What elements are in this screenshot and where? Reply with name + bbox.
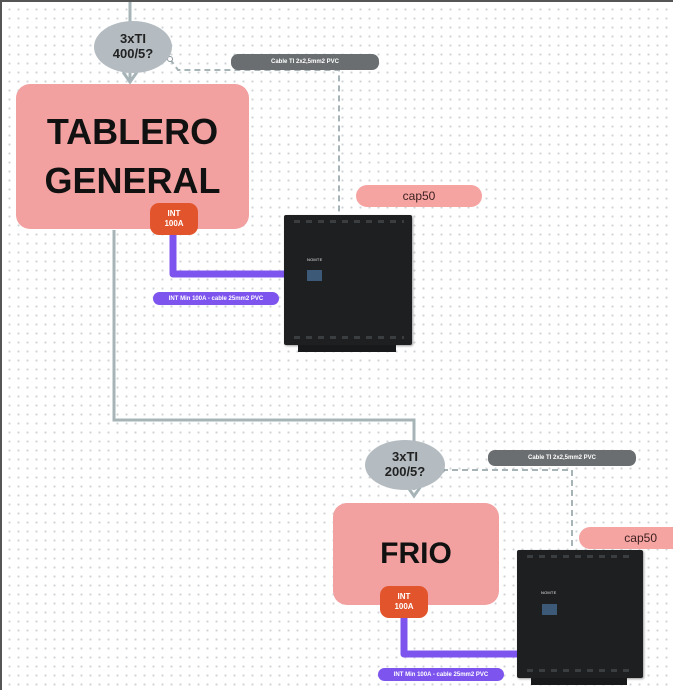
breaker-top: INT 100A [150, 203, 198, 235]
device-bottom-vents-bottom [527, 669, 636, 672]
device-top-logo: NOMTE [307, 257, 323, 262]
panel-tablero-line2: GENERAL [44, 159, 221, 201]
device-top-foot [298, 345, 396, 352]
ti-cable-label-top: Cable TI 2x2,5mm2 PVC [231, 54, 379, 70]
feeder-bottom [400, 614, 520, 658]
feeder-label-top: INT Min 100A - cable 25mm2 PVC [153, 292, 279, 305]
device-bottom-logo: NOMTE [541, 590, 557, 595]
breaker-bottom: INT 100A [380, 586, 428, 618]
device-top: NOMTE [284, 215, 412, 352]
device-bottom-foot [531, 678, 627, 685]
device-bottom-vents [527, 555, 636, 558]
device-bottom-screen [542, 604, 557, 615]
ti-top-line1: 3xTI [119, 31, 146, 47]
device-top-screen [307, 270, 322, 281]
device-top-vents-bottom [294, 336, 405, 339]
device-bottom: NOMTE [517, 550, 643, 685]
breaker-bottom-line2: 100A [394, 602, 414, 611]
panel-tablero-general: TABLERO GENERAL [16, 84, 249, 229]
cap-label-top: cap50 [356, 185, 482, 207]
panel-frio: FRIO [333, 503, 499, 605]
breaker-top-line1: INT [167, 209, 181, 218]
main-arrow [121, 71, 139, 85]
panel-tablero-line1: TABLERO [46, 110, 219, 152]
device-top-vents [294, 220, 405, 223]
ti-bottom-line2: 200/5? [384, 464, 426, 479]
breaker-bottom-line1: INT [397, 592, 411, 601]
panel-frio-line1: FRIO [380, 537, 452, 570]
ti-cable-label-bottom: Cable TI 2x2,5mm2 PVC [488, 450, 636, 466]
feeder-label-bottom: INT Min 100A - cable 25mm2 PVC [378, 668, 504, 681]
ti-top: 3xTI 400/5? [94, 21, 172, 73]
cap-label-bottom: cap50 [579, 527, 673, 549]
ti-bottom: 3xTI 200/5? [365, 440, 445, 490]
ti-cable-bottom [442, 469, 573, 552]
ti-bottom-line1: 3xTI [391, 449, 418, 465]
breaker-top-line2: 100A [164, 219, 184, 228]
ti-cable-top [169, 58, 340, 218]
ti-top-line2: 400/5? [112, 46, 154, 61]
feeder-top [169, 232, 287, 278]
